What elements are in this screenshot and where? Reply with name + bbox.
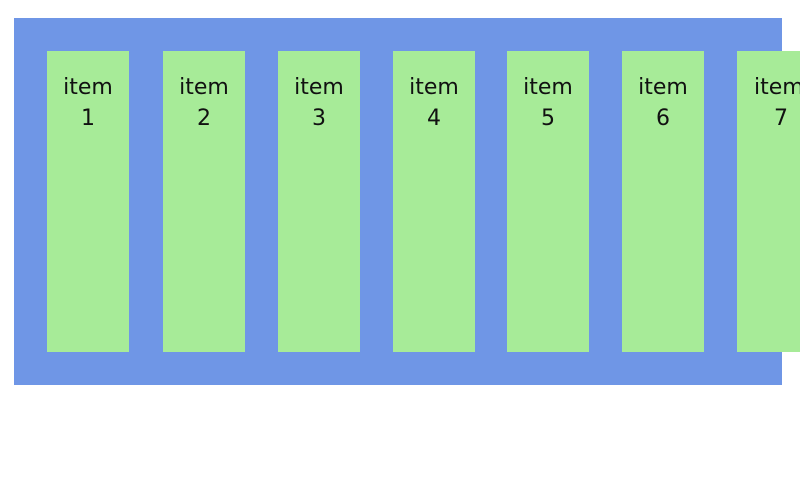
item-number: 3 <box>312 106 326 131</box>
item-label: item <box>63 75 113 100</box>
item-label: item <box>754 75 800 100</box>
flex-container: item 1 item 2 item 3 item 4 item 5 item … <box>14 18 800 385</box>
flex-item-3: item 3 <box>278 51 360 352</box>
item-label: item <box>409 75 459 100</box>
flex-item-4: item 4 <box>393 51 475 352</box>
item-number: 4 <box>427 106 441 131</box>
item-number: 2 <box>197 106 211 131</box>
item-number: 6 <box>656 106 670 131</box>
item-label: item <box>179 75 229 100</box>
item-label: item <box>294 75 344 100</box>
flex-item-1: item 1 <box>47 51 129 352</box>
flex-item-5: item 5 <box>507 51 589 352</box>
item-number: 7 <box>774 106 788 131</box>
item-label: item <box>638 75 688 100</box>
item-number: 5 <box>541 106 555 131</box>
item-label: item <box>523 75 573 100</box>
flex-item-2: item 2 <box>163 51 245 352</box>
item-number: 1 <box>81 106 95 131</box>
flex-item-7: item 7 <box>737 51 800 352</box>
flex-item-6: item 6 <box>622 51 704 352</box>
